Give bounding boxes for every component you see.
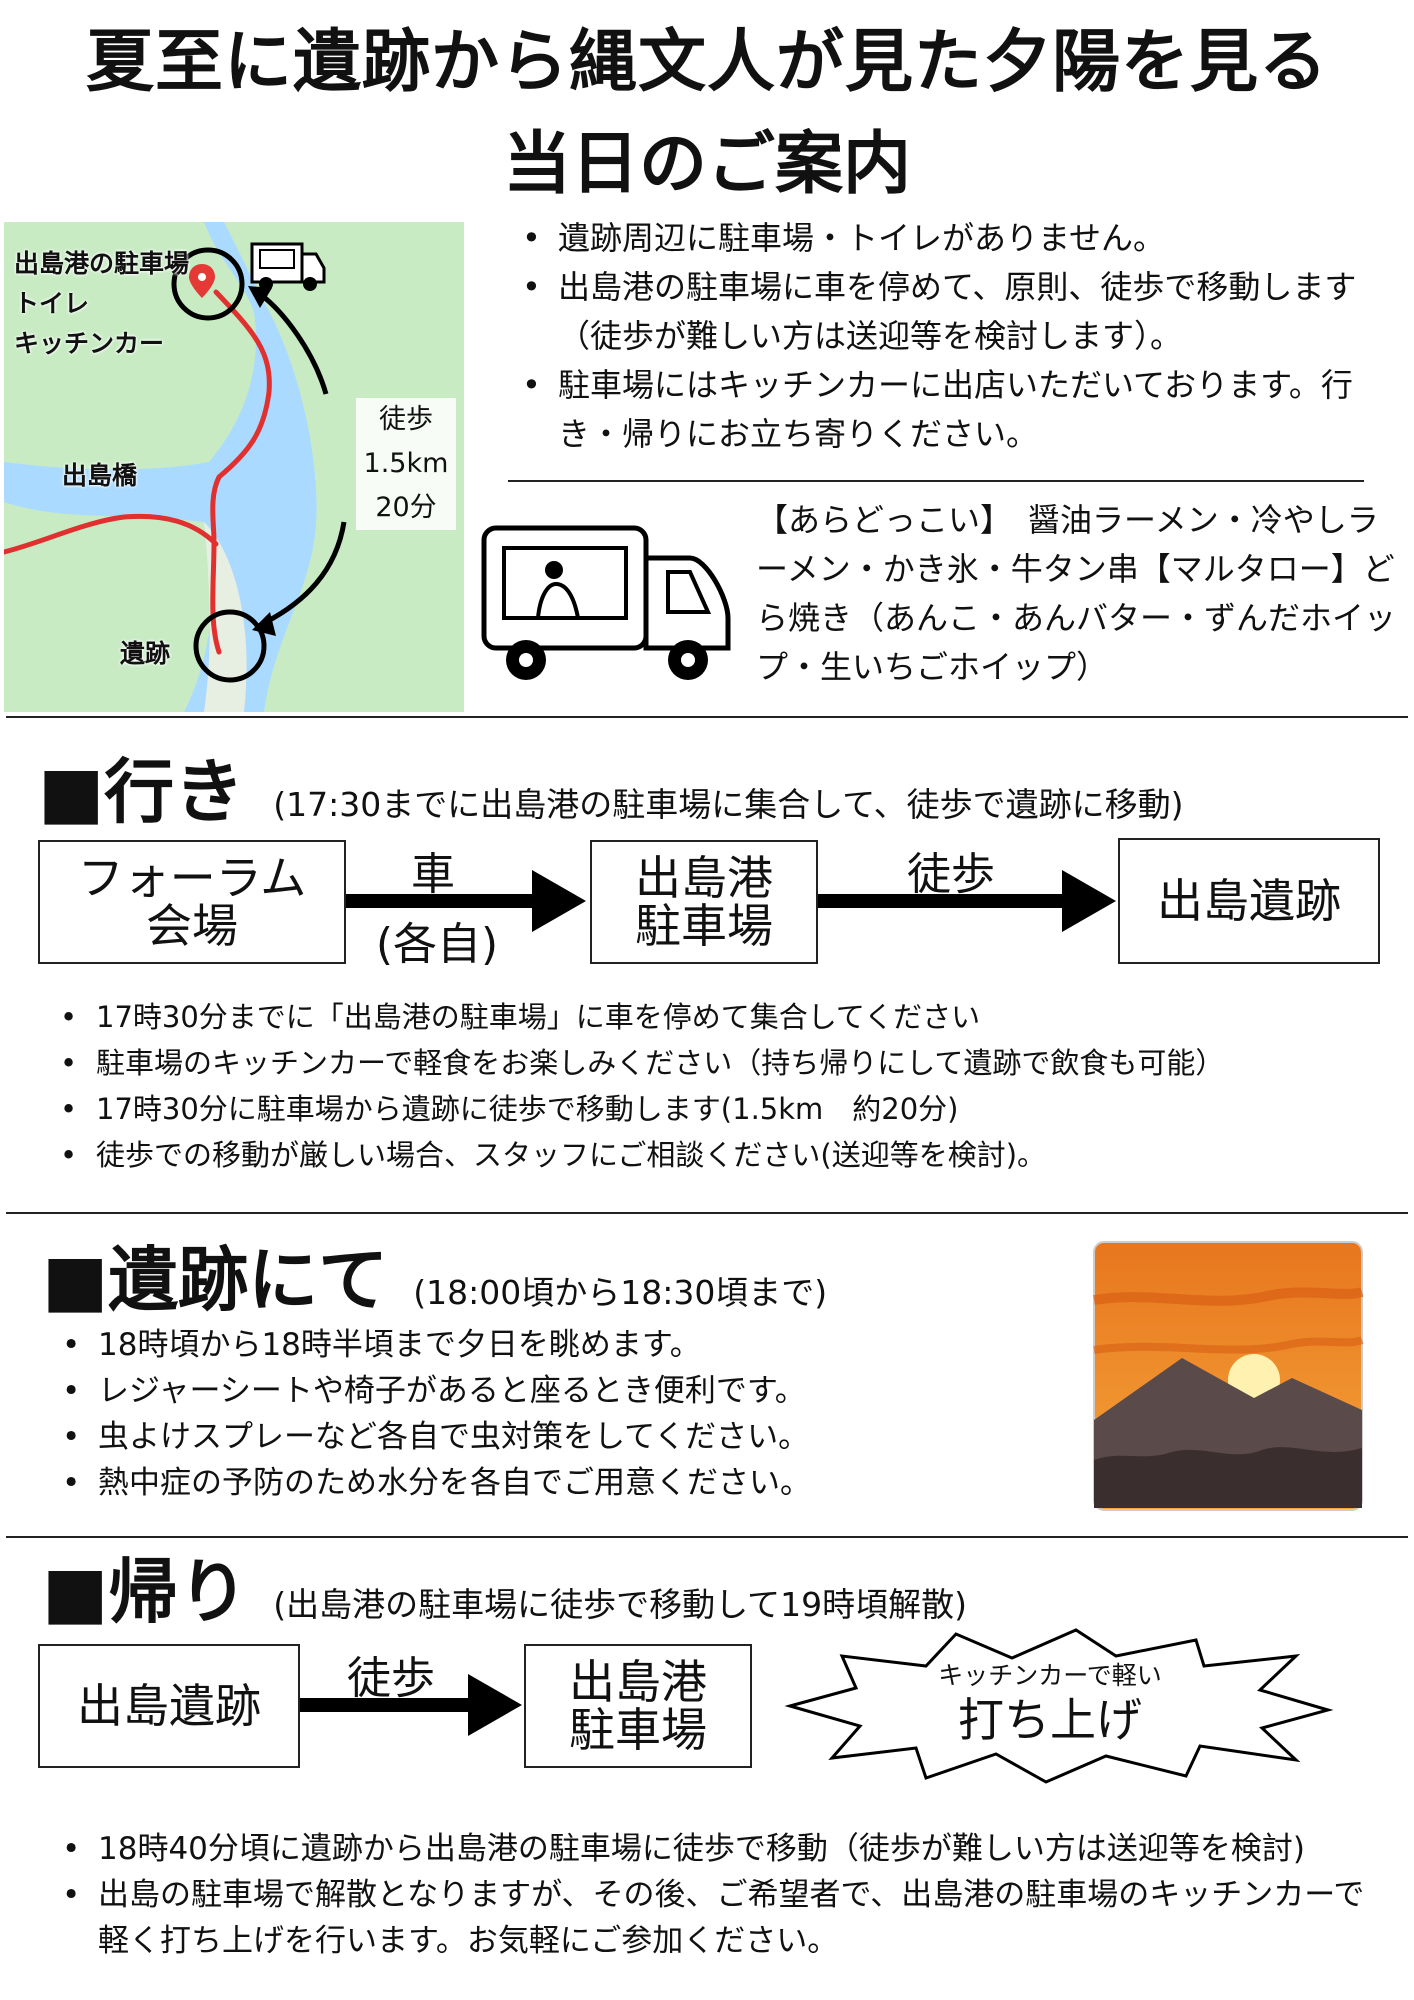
going-heading: ■行き xyxy=(38,751,245,833)
flow-box-parking: 出島港 駐車場 xyxy=(590,840,818,964)
site-subtitle: (18:00頃から18:30頃まで) xyxy=(413,1273,828,1312)
going-list: 17時30分までに「出島港の駐車場」に車を停めて集合してください 駐車場のキッチ… xyxy=(52,994,1392,1178)
section-divider xyxy=(6,1536,1408,1538)
flow-box-forum: フォーラム 会場 xyxy=(38,840,346,964)
map-bridge-label: 出島橋 xyxy=(62,461,138,490)
intro-list: 遺跡周辺に駐車場・トイレがありません。 出島港の駐車場に車を停めて、原則、徒歩で… xyxy=(514,214,1394,459)
walk-arrow-icon xyxy=(248,286,347,636)
bridge-route xyxy=(4,513,219,555)
page-subtitle: 当日のご案内 xyxy=(502,125,911,204)
flow-box-ruins: 出島遺跡 xyxy=(1118,838,1380,964)
list-item: 熱中症の予防のため水分を各自でご用意ください。 xyxy=(54,1460,1064,1506)
map-parking-label: 出島港の駐車場 トイレ キッチンカー xyxy=(14,249,190,358)
return-heading: ■帰り xyxy=(42,1551,249,1633)
return-section-header: ■帰り (出島港の駐車場に徒歩で移動して19時頃解散) xyxy=(42,1552,967,1632)
flow-box-parking: 出島港 駐車場 xyxy=(524,1644,752,1768)
page-title: 夏至に遺跡から縄文人が見た夕陽を見る xyxy=(85,23,1328,102)
kitchen-car-menu: 【あらどっこい】 醤油ラーメン・冷やしラーメン・かき氷・牛タン串【マルタロー】ど… xyxy=(756,501,1397,686)
list-item: 18時頃から18時半頃まで夕日を眺めます。 xyxy=(54,1322,1064,1368)
location-pin-icon xyxy=(189,264,215,298)
section-divider xyxy=(6,1212,1408,1214)
arrow-right-icon xyxy=(346,870,586,932)
list-item: 出島港の駐車場に車を停めて、原則、徒歩で移動します（徒歩が難しい方は送迎等を検討… xyxy=(514,263,1394,361)
site-list: 18時頃から18時半頃まで夕日を眺めます。 レジャーシートや椅子があると座るとき… xyxy=(54,1322,1064,1506)
map-ruins-label: 遺跡 xyxy=(120,639,171,668)
list-item: 徒歩での移動が厳しい場合、スタッフにご相談ください(送迎等を検討)。 xyxy=(52,1132,1392,1178)
list-item: 駐車場のキッチンカーで軽食をお楽しみください（持ち帰りにして遺跡で飲食も可能） xyxy=(52,1040,1392,1086)
list-item: 虫よけスプレーなど各自で虫対策をしてください。 xyxy=(54,1414,1064,1460)
kitchen-truck-icon xyxy=(481,525,731,680)
list-item: 17時30分までに「出島港の駐車場」に車を停めて集合してください xyxy=(52,994,1392,1040)
list-item: レジャーシートや椅子があると座るとき便利です。 xyxy=(54,1368,1064,1414)
arrow-right-icon xyxy=(300,1674,522,1736)
list-item: 駐車場にはキッチンカーに出店いただいております。行き・帰りにお立ち寄りください。 xyxy=(514,361,1394,459)
burst-callout xyxy=(784,1628,1334,1784)
flow-arrow-walk-label: 徒歩 xyxy=(907,849,995,900)
intro-divider xyxy=(508,480,1364,482)
flow-box-ruins: 出島遺跡 xyxy=(38,1644,300,1768)
walk-distance-badge: 徒歩 1.5km 20分 xyxy=(356,398,456,530)
return-list: 18時40分頃に遺跡から出島港の駐車場に徒歩で移動（徒歩が難しい方は送迎等を検討… xyxy=(54,1826,1394,1964)
list-item: 出島の駐車場で解散となりますが、その後、ご希望者で、出島港の駐車場のキッチンカー… xyxy=(54,1872,1394,1964)
sunset-illustration xyxy=(1093,1241,1364,1511)
route-map: 出島港の駐車場 トイレ キッチンカー 出島橋 遺跡 徒歩 1.5km 20分 xyxy=(4,222,464,712)
arrow-right-icon xyxy=(818,870,1116,932)
flow-arrow-walk-label: 徒歩 xyxy=(347,1653,435,1704)
site-heading: ■遺跡にて xyxy=(42,1239,389,1321)
section-divider xyxy=(6,716,1408,718)
going-section-header: ■行き (17:30までに出島港の駐車場に集合して、徒歩で遺跡に移動) xyxy=(38,752,1183,832)
flow-arrow-car-sublabel: (各自) xyxy=(375,919,499,970)
walking-route xyxy=(210,289,272,655)
going-subtitle: (17:30までに出島港の駐車場に集合して、徒歩で遺跡に移動) xyxy=(273,785,1184,824)
map-land-south xyxy=(4,502,213,712)
burst-small-text: キッチンカーで軽い xyxy=(938,1661,1162,1690)
list-item: 遺跡周辺に駐車場・トイレがありません。 xyxy=(514,214,1394,263)
ruins-circle xyxy=(193,609,267,683)
map-land-east xyxy=(224,222,464,712)
list-item: 17時30分に駐車場から遺跡に徒歩で移動します(1.5km 約20分) xyxy=(52,1086,1392,1132)
parking-circle xyxy=(171,247,245,321)
site-section-header: ■遺跡にて (18:00頃から18:30頃まで) xyxy=(42,1240,827,1320)
list-item: 18時40分頃に遺跡から出島港の駐車場に徒歩で移動（徒歩が難しい方は送迎等を検討… xyxy=(54,1826,1394,1872)
flow-arrow-car-label: 車 xyxy=(411,849,455,900)
burst-big-text: 打ち上げ xyxy=(958,1693,1142,1747)
return-subtitle: (出島港の駐車場に徒歩で移動して19時頃解散) xyxy=(273,1585,967,1624)
